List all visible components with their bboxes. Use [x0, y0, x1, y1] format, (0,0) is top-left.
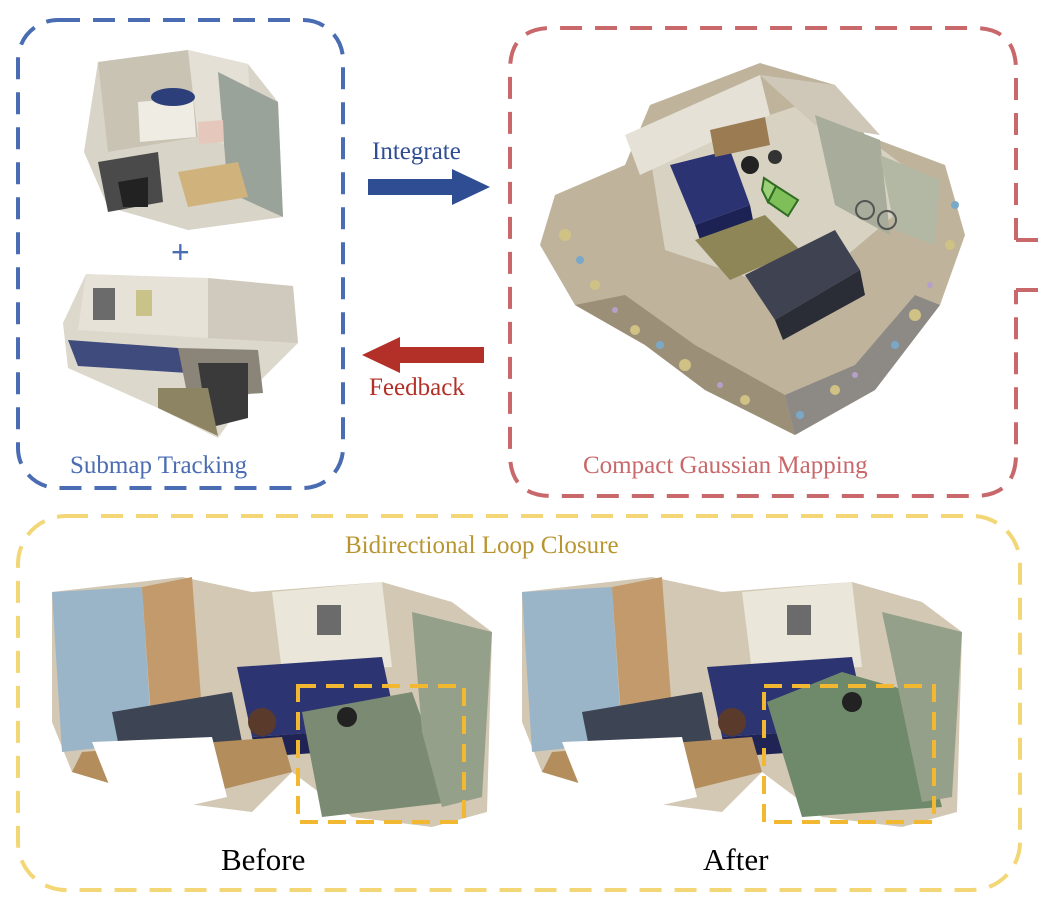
camera-frustum-icon — [760, 176, 800, 218]
submap-point-cloud-1 — [78, 42, 296, 232]
feedback-arrow — [362, 337, 484, 373]
after-highlight-box — [762, 684, 936, 824]
submap-tracking-label: Submap Tracking — [70, 452, 248, 479]
compact-gaussian-mapping-label: Compact Gaussian Mapping — [583, 452, 868, 479]
before-scene — [52, 572, 504, 837]
submap-point-cloud-2 — [58, 268, 303, 440]
feedback-label: Feedback — [369, 374, 465, 401]
after-scene — [522, 572, 970, 837]
loop-closure-title: Bidirectional Loop Closure — [345, 532, 619, 559]
before-label: Before — [221, 842, 306, 877]
plus-sign: + — [171, 234, 190, 270]
before-highlight-box — [296, 684, 466, 824]
gaussian-map-scene — [535, 45, 975, 440]
after-label: After — [703, 842, 769, 877]
integrate-label: Integrate — [372, 138, 461, 165]
integrate-arrow — [368, 169, 490, 205]
